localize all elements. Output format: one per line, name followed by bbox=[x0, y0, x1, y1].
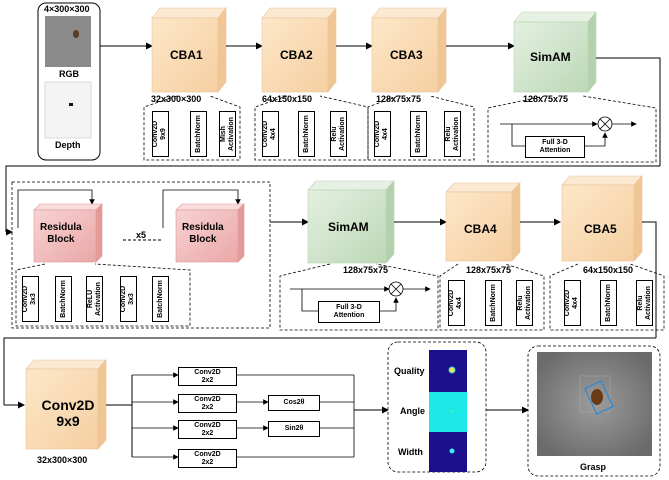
simam1-dims: 128x75x75 bbox=[523, 94, 569, 104]
cba4-bn-box: BatchNorm bbox=[485, 280, 502, 326]
cba4-act-box: Relu Activation bbox=[516, 280, 533, 326]
head-conv-width: Conv2D 2x2 bbox=[178, 449, 237, 468]
cba2-act-box: Relu Activation bbox=[330, 111, 347, 157]
simam2-title: SimAM bbox=[328, 220, 369, 234]
input-size-label: 4×300×300 bbox=[44, 4, 90, 14]
cba1-act-box: Mish Activation bbox=[219, 111, 236, 157]
rgb-label: RGB bbox=[59, 69, 79, 79]
residual-block-1 bbox=[33, 203, 103, 263]
cba4-dims: 128x75x75 bbox=[466, 265, 512, 275]
residual-block-2-title: Residula Block bbox=[182, 222, 224, 245]
quality-map bbox=[429, 350, 467, 392]
depth-image bbox=[44, 81, 92, 139]
cba3-cube bbox=[371, 7, 447, 93]
simam1-title: SimAM bbox=[530, 50, 571, 64]
cba2-bn-box: BatchNorm bbox=[298, 111, 315, 157]
depth-label: Depth bbox=[55, 140, 81, 150]
conv2d-title: Conv2D 9x9 bbox=[41, 397, 95, 429]
quality-label: Quality bbox=[394, 366, 425, 376]
res-bn2-box: BatchNorm bbox=[152, 276, 169, 322]
depth-blob bbox=[69, 103, 73, 106]
res-relu-box: ReLU Activation bbox=[86, 276, 103, 322]
angle-label: Angle bbox=[400, 406, 426, 416]
cos-box: Cos2θ bbox=[268, 395, 320, 411]
cba5-conv-box: Conv2D 4x4 bbox=[564, 280, 581, 326]
sin-box: Sin2θ bbox=[268, 421, 320, 437]
grasp-object bbox=[591, 389, 603, 405]
simam2-attention-box: Full 3-D Attention bbox=[318, 301, 380, 323]
angle-map bbox=[429, 392, 467, 432]
res-conv1-box: Conv2D 3x3 bbox=[22, 276, 39, 322]
cba1-title: CBA1 bbox=[170, 48, 203, 62]
cba3-act-box: Relu Activation bbox=[444, 111, 461, 157]
head-conv-sin: Conv2D 2x2 bbox=[178, 420, 237, 439]
width-map bbox=[429, 432, 467, 472]
cba1-dims: 32x300×300 bbox=[151, 94, 202, 104]
conv2d-dims: 32x300×300 bbox=[37, 455, 88, 465]
rgb-image bbox=[45, 16, 91, 67]
cba5-dims: 64x150x150 bbox=[583, 265, 634, 275]
cba5-bn-box: BatchNorm bbox=[600, 280, 617, 326]
res-conv2-box: Conv2D 3x3 bbox=[120, 276, 137, 322]
res-bn1-box: BatchNorm bbox=[55, 276, 72, 322]
residual-stage-box bbox=[11, 181, 271, 329]
cba5-cube bbox=[561, 175, 643, 262]
cba2-conv-box: Conv2D 4x4 bbox=[262, 111, 279, 157]
simam2-dims: 128x75x75 bbox=[343, 265, 389, 275]
conv2d-9x9-cube bbox=[25, 359, 107, 450]
cba3-conv-box: Conv2D 4x4 bbox=[374, 111, 391, 157]
width-label: Width bbox=[398, 447, 423, 457]
cba3-bn-box: BatchNorm bbox=[410, 111, 427, 157]
cba1-conv-box: Conv2D 9x9 bbox=[152, 111, 169, 157]
cba1-cube bbox=[151, 7, 227, 93]
simam1-attention-box: Full 3-D Attention bbox=[525, 136, 585, 158]
object-blob bbox=[73, 30, 79, 38]
cba4-cube bbox=[445, 182, 521, 262]
cba1-bn-box: BatchNorm bbox=[190, 111, 207, 157]
simam1-cube bbox=[513, 11, 597, 93]
cba2-title: CBA2 bbox=[280, 48, 313, 62]
cba5-title: CBA5 bbox=[584, 222, 617, 236]
cba4-title: CBA4 bbox=[464, 222, 497, 236]
head-conv-cos: Conv2D 2x2 bbox=[178, 394, 237, 413]
cba3-dims: 128x75x75 bbox=[376, 94, 422, 104]
residual-block-2 bbox=[175, 203, 245, 263]
cba2-dims: 64x150x150 bbox=[262, 94, 313, 104]
grasp-label: Grasp bbox=[580, 462, 607, 472]
cba5-act-box: Relu Activation bbox=[636, 280, 653, 326]
residual-block-1-title: Residula Block bbox=[40, 222, 82, 245]
head-conv-quality: Conv2D 2x2 bbox=[178, 367, 237, 386]
cba4-conv-box: Conv2D 4x4 bbox=[448, 280, 465, 326]
repeat-label: x5 bbox=[136, 230, 147, 240]
grasp-rectangle bbox=[584, 380, 614, 415]
cba2-cube bbox=[261, 7, 337, 93]
simam2-cube bbox=[307, 180, 395, 264]
cba3-title: CBA3 bbox=[390, 48, 423, 62]
